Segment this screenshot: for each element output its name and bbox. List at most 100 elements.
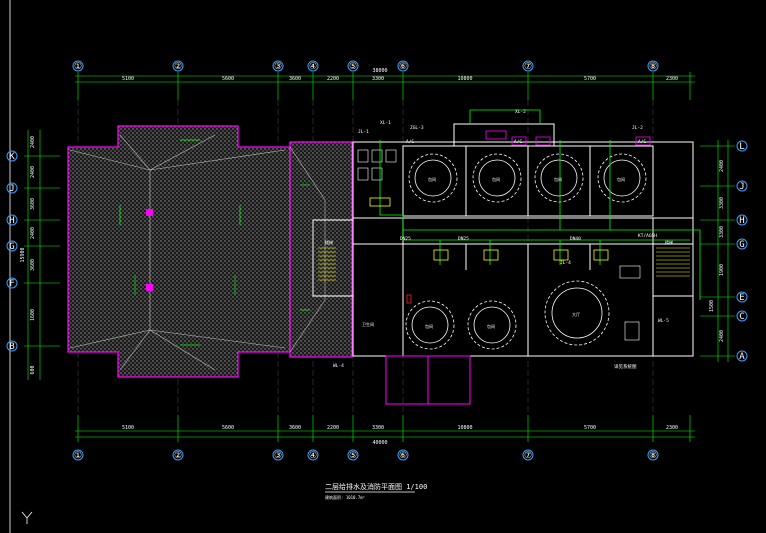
dim-right-4: 1900 xyxy=(719,264,725,276)
room-9: 楼梯 xyxy=(665,239,673,245)
dim-right-6: 2400 xyxy=(719,330,725,342)
axis-bot-6: ⑥ xyxy=(397,449,409,461)
table-6 xyxy=(467,300,517,350)
dim-bot-4: 2200 xyxy=(327,425,339,431)
svg-text:C: C xyxy=(739,312,744,322)
tag-pipe-note: 详见系统图 xyxy=(614,363,637,370)
bottom-axis-bubbles: ① ② ③ ④ ⑤ ⑥ ⑦ ⑧ xyxy=(72,449,659,461)
drawing-title: 二层给排水及消防平面图 1/100 xyxy=(325,482,427,491)
room-7: 大厅 xyxy=(572,311,580,317)
svg-text:⑤: ⑤ xyxy=(349,62,357,72)
dim-top-5: 3300 xyxy=(372,76,384,82)
dim-bot-6: 10800 xyxy=(457,425,472,431)
tag-fd1: DN25 xyxy=(400,236,411,242)
axis-right-J: J xyxy=(736,180,748,192)
svg-text:H: H xyxy=(9,216,14,226)
axis-top-1: ① xyxy=(72,60,84,72)
dim-top-6: 10800 xyxy=(457,76,472,82)
tag-jl1: JL-1 xyxy=(358,129,369,135)
table-4 xyxy=(597,153,647,203)
tag-ac1: A/C xyxy=(406,139,414,145)
svg-text:②: ② xyxy=(174,451,182,461)
tag-jl2: JL-2 xyxy=(632,125,643,131)
axis-bot-8: ⑧ xyxy=(647,449,659,461)
table-5 xyxy=(405,300,455,350)
stair-left xyxy=(318,247,336,281)
floor-walls xyxy=(312,123,694,405)
svg-text:F: F xyxy=(9,279,14,289)
svg-text:④: ④ xyxy=(309,62,317,72)
dim-left-7: 600 xyxy=(30,365,36,374)
dim-left-3: 3600 xyxy=(30,198,36,210)
axis-top-6: ⑥ xyxy=(397,60,409,72)
tag-wl4: WL-4 xyxy=(333,363,344,369)
axis-bot-2: ② xyxy=(172,449,184,461)
room-4: 包间 xyxy=(617,176,625,182)
axis-left-G: G xyxy=(6,240,18,252)
svg-text:①: ① xyxy=(74,62,82,72)
dim-right-1: 2400 xyxy=(719,160,725,172)
dim-left-total: 15900 xyxy=(20,247,26,262)
tag-jl3: JL-4 xyxy=(560,260,571,266)
svg-text:⑥: ⑥ xyxy=(399,62,407,72)
axis-right-C: C xyxy=(736,310,748,322)
dim-bot-3: 3600 xyxy=(289,425,301,431)
dim-left-4: 2400 xyxy=(30,227,36,239)
roof-plan xyxy=(67,125,353,378)
axis-top-7: ⑦ xyxy=(522,60,534,72)
svg-text:③: ③ xyxy=(274,451,282,461)
dim-left-6: 1600 xyxy=(30,309,36,321)
svg-text:J: J xyxy=(9,184,14,194)
axis-top-3: ③ xyxy=(272,60,284,72)
svg-text:H: H xyxy=(739,216,744,226)
svg-text:③: ③ xyxy=(274,62,282,72)
room-8: 楼梯 xyxy=(325,239,333,245)
room-10: 卫生间 xyxy=(362,321,374,327)
svg-text:B: B xyxy=(9,342,14,352)
dim-top-3: 3600 xyxy=(289,76,301,82)
table-3 xyxy=(534,153,584,203)
tag-zgl: ZGL-3 xyxy=(410,125,424,131)
tag-wl5: WL-5 xyxy=(658,318,669,324)
dim-left-1: 2400 xyxy=(30,136,36,148)
axis-left-J: J xyxy=(6,182,18,194)
table-2 xyxy=(472,153,522,203)
svg-text:⑧: ⑧ xyxy=(649,62,657,72)
dimension-lines xyxy=(24,72,735,442)
axis-bot-3: ③ xyxy=(272,449,284,461)
svg-text:K: K xyxy=(9,152,15,162)
dim-right-3: 3300 xyxy=(719,226,725,238)
svg-text:G: G xyxy=(9,242,14,252)
dim-top-2: 5600 xyxy=(222,76,234,82)
room-3: 包间 xyxy=(554,176,562,182)
dim-bot-1: 5100 xyxy=(122,425,134,431)
table-1 xyxy=(408,153,458,203)
svg-text:A: A xyxy=(739,352,745,362)
pipe-network xyxy=(379,109,701,300)
dim-top-1: 5100 xyxy=(122,76,134,82)
axis-left-K: K xyxy=(6,150,18,162)
axis-right-A: A xyxy=(736,350,748,362)
svg-text:①: ① xyxy=(74,451,82,461)
dim-bot-5: 3300 xyxy=(372,425,384,431)
dim-top-7: 5700 xyxy=(584,76,596,82)
table-7 xyxy=(544,280,610,346)
svg-text:⑦: ⑦ xyxy=(524,62,532,72)
room-6: 包间 xyxy=(487,323,495,329)
dim-bot-7: 5700 xyxy=(584,425,596,431)
dimension-text: 38000 5100 5600 3600 2200 3300 10800 570… xyxy=(20,68,725,446)
tag-fd3: DN40 xyxy=(570,236,581,242)
svg-text:④: ④ xyxy=(309,451,317,461)
axis-left-H: H xyxy=(6,214,18,226)
axis-right-G: G xyxy=(736,238,748,250)
axis-bot-7: ⑦ xyxy=(522,449,534,461)
roof-left-hatched xyxy=(67,125,291,378)
svg-text:G: G xyxy=(739,240,744,250)
pipe-tags: JL-1 XL-1 ZGL-3 XL-2 JL-2 A/C A/C A/C DN… xyxy=(333,109,669,370)
dim-bot-2: 5600 xyxy=(222,425,234,431)
toilet-fixtures xyxy=(357,149,641,341)
tag-xl2: XL-2 xyxy=(515,109,526,115)
dining-tables xyxy=(405,153,647,350)
dim-top-8: 2300 xyxy=(666,76,678,82)
